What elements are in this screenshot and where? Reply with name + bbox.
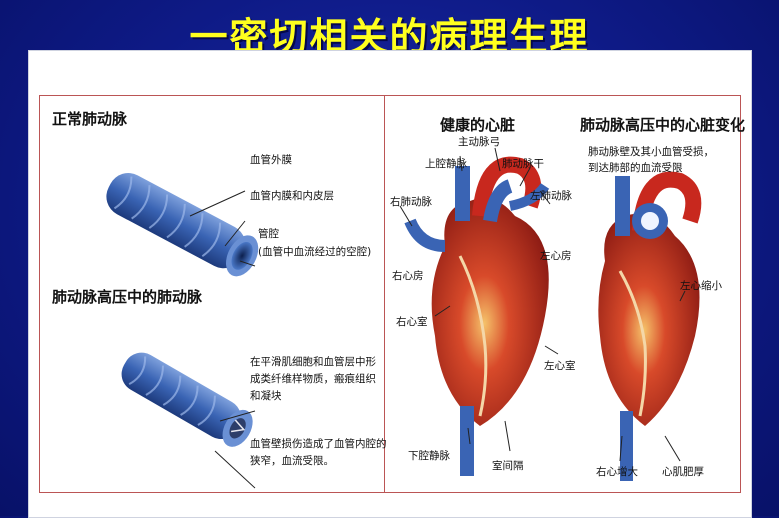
label-narrowing-1: 血管壁损伤造成了血管内腔的: [250, 438, 387, 450]
healthy-heart-illustration: [404, 156, 550, 476]
label-intima: 血管内膜和内皮层: [250, 190, 334, 202]
label-septum: 室间隔: [492, 460, 524, 472]
normal-artery-heading: 正常肺动脉: [52, 110, 128, 128]
label-left-ventricle: 左心室: [544, 360, 576, 372]
label-myocardial-thickening: 心肌肥厚: [662, 466, 704, 478]
label-svc: 上腔静脉: [425, 158, 467, 170]
label-lumen: 管腔: [258, 228, 279, 240]
label-right-ventricle: 右心室: [396, 316, 428, 328]
label-ivc: 下腔静脉: [408, 450, 450, 462]
figure-frame: 正常肺动脉 血管外膜 血管内膜和内皮层 管腔 (血管中血流经过的空腔) 肺动脉高…: [39, 95, 745, 493]
ph-artery-illustration: [121, 352, 253, 447]
label-rv-enlarge: 右心增大: [596, 466, 638, 478]
label-narrowing-2: 狭窄，血流受限。: [250, 455, 334, 467]
label-right-pa: 右肺动脉: [390, 196, 432, 208]
label-adventitia: 血管外膜: [250, 154, 292, 166]
ph-heart-illustration: [598, 171, 702, 481]
label-pa-damage-1: 肺动脉壁及其小血管受损，: [588, 146, 714, 158]
label-aortic-arch: 主动脉弓: [458, 136, 500, 148]
label-fibrosis-2: 成类纤维样物质，瘢痕组织: [250, 373, 376, 385]
anatomy-illustrations: [106, 147, 702, 489]
ph-artery-heading: 肺动脉高压中的肺动脉: [52, 288, 203, 306]
label-fibrosis-1: 在平滑肌细胞和血管层中形: [250, 356, 376, 368]
label-pulmonary-trunk: 肺动脉干: [502, 158, 544, 170]
ph-heart-heading: 肺动脉高压中的心脏变化: [580, 116, 746, 134]
healthy-heart-heading: 健康的心脏: [440, 116, 516, 134]
pathophysiology-figure: 正常肺动脉 血管外膜 血管内膜和内皮层 管腔 (血管中血流经过的空腔) 肺动脉高…: [28, 50, 752, 518]
label-left-pa: 左肺动脉: [530, 190, 572, 202]
label-right-atrium: 右心房: [392, 270, 424, 282]
panel-divider: [384, 96, 385, 492]
label-fibrosis-3: 和凝块: [250, 390, 282, 402]
label-pa-damage-2: 到达肺部的血流受限: [588, 162, 683, 174]
normal-artery-illustration: [106, 173, 259, 277]
label-lumen-note: (血管中血流经过的空腔): [258, 246, 372, 258]
label-lv-shrink: 左心缩小: [680, 280, 722, 292]
label-left-atrium: 左心房: [540, 250, 572, 262]
